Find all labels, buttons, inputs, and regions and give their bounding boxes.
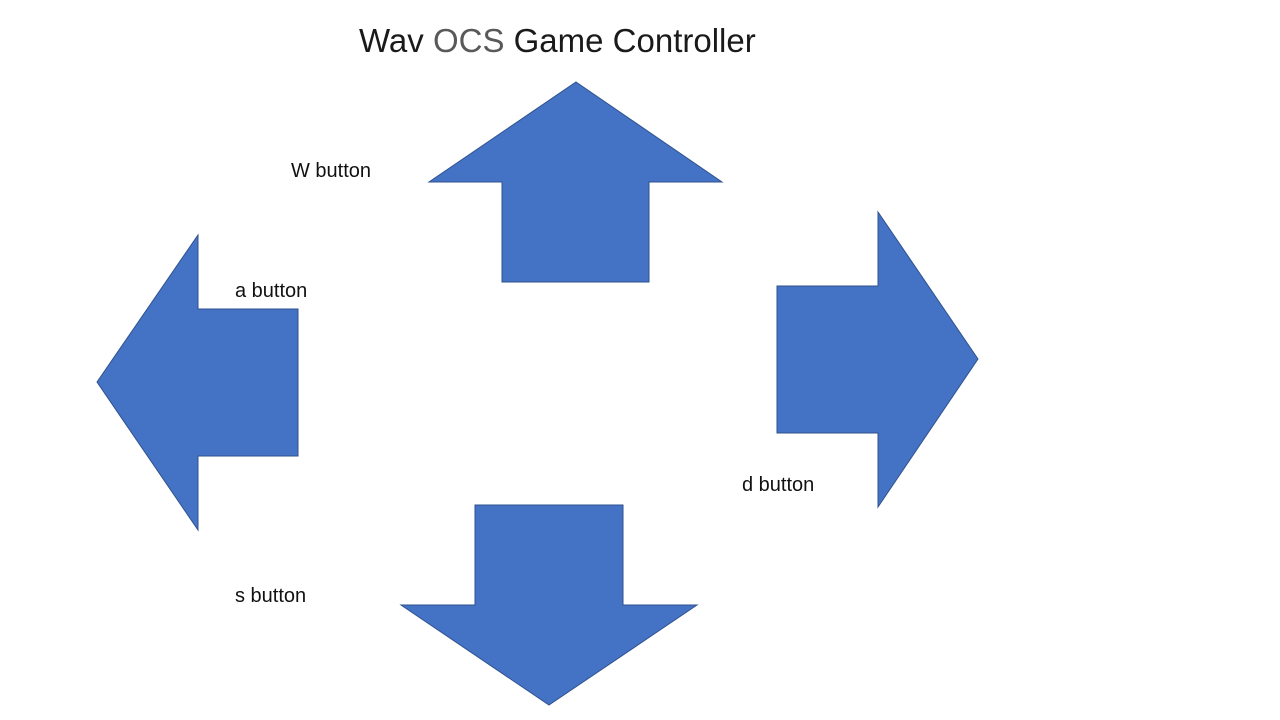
d-button-label: d button — [742, 474, 815, 496]
a-button-label: a button — [235, 280, 308, 302]
page-title: Wav OCS Game Controller — [359, 20, 756, 62]
title-part-game-controller: Game Controller — [513, 22, 756, 59]
title-part-ocs: OCS — [432, 22, 505, 59]
s-button-label: s button — [235, 585, 307, 607]
arrow-up-icon[interactable] — [427, 81, 724, 283]
arrow-right-icon[interactable] — [776, 210, 979, 509]
w-button-label: W button — [291, 160, 372, 182]
arrow-left-icon[interactable] — [96, 233, 299, 532]
title-part-wav: Wav — [359, 22, 424, 59]
arrow-down-icon[interactable] — [399, 504, 699, 706]
